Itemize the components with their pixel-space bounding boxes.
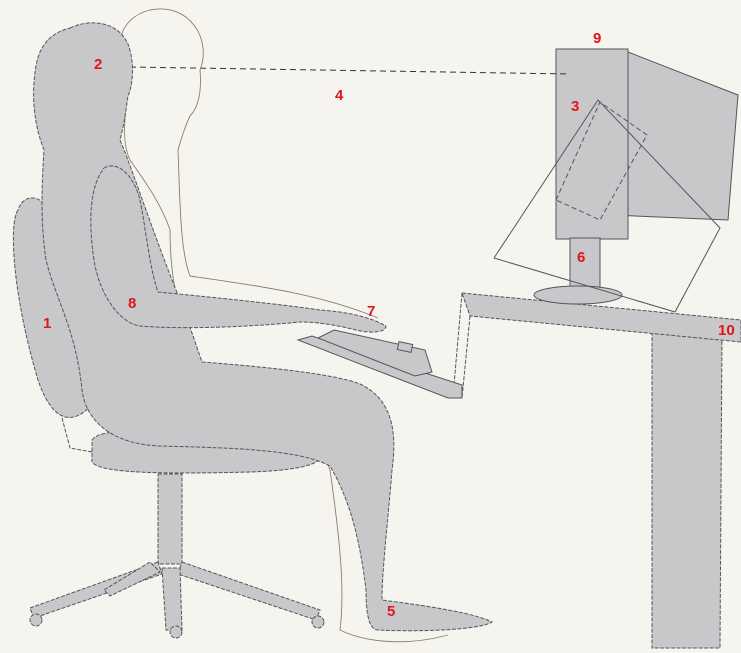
label-1: 1 [43, 316, 51, 331]
keyboard-tray-arm [462, 316, 470, 398]
label-3: 3 [571, 99, 579, 114]
chair-caster-2 [312, 616, 324, 628]
monitor [534, 49, 738, 304]
label-7: 7 [367, 304, 375, 319]
label-9: 9 [593, 31, 601, 46]
monitor-base [534, 286, 622, 304]
chair-column [158, 474, 182, 564]
label-5: 5 [387, 604, 395, 619]
label-6: 6 [577, 250, 585, 265]
monitor-screen [556, 49, 628, 239]
desk-leg [652, 330, 722, 648]
sight-line [130, 67, 570, 74]
chair-back-post [62, 418, 92, 452]
keyboard-tray-arm-2 [454, 293, 462, 385]
chair-caster-1 [30, 614, 42, 626]
figure-body [34, 23, 492, 631]
seated-figure [34, 23, 492, 631]
label-4: 4 [335, 88, 343, 103]
label-2: 2 [94, 57, 102, 72]
chair-leg-right [178, 562, 320, 620]
label-10: 10 [718, 323, 735, 338]
label-8: 8 [128, 296, 136, 311]
chair-leg-front [162, 568, 182, 630]
chair-caster-3 [170, 626, 182, 638]
ghost-arm [178, 150, 378, 318]
desk [454, 293, 741, 648]
